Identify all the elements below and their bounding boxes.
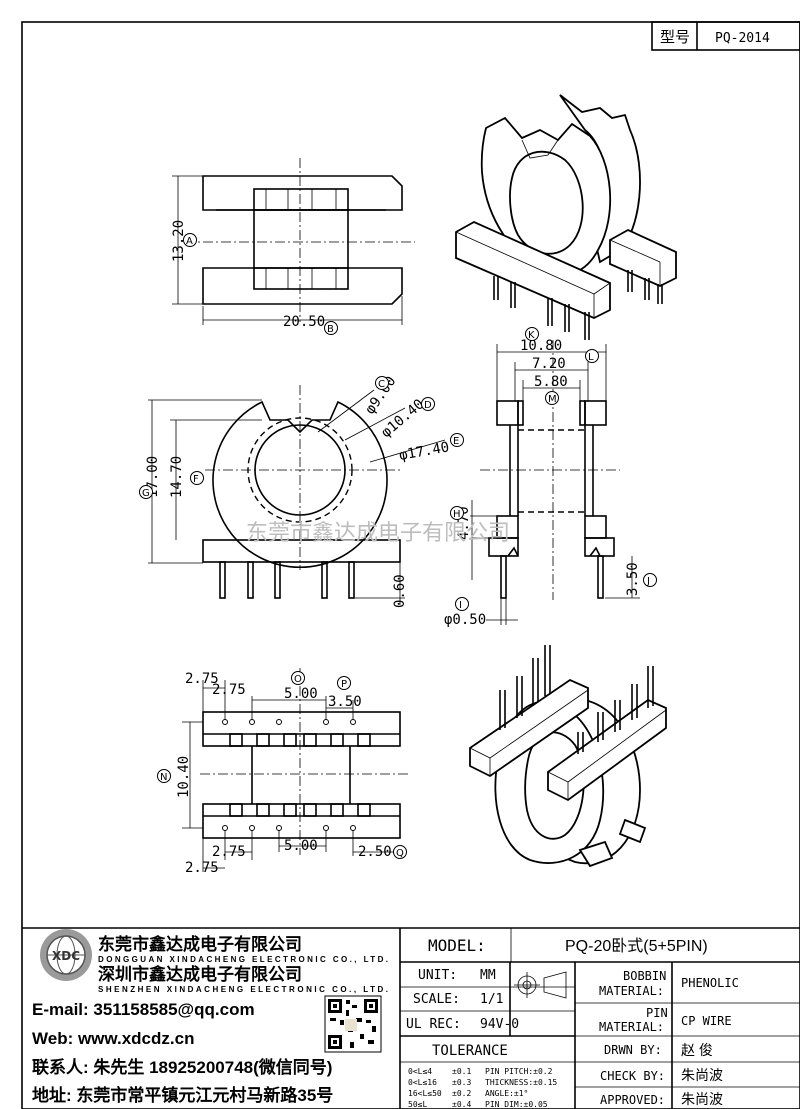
tol-row-2-range: 16<L≤50 (408, 1089, 442, 1098)
dim-pitch-d: 3.50 (328, 694, 362, 710)
tol-row-3-range: 50≤L (408, 1100, 427, 1109)
dim-pitch-b: 2.75 (212, 682, 246, 698)
spec-unit-value: MM (480, 968, 496, 983)
marker-d: D (424, 400, 432, 411)
spec-pin-value: CP WIRE (681, 1014, 732, 1028)
watermark: 东莞市鑫达成电子有限公司 (246, 521, 510, 546)
side-view: 13.20 A 20.50 B (171, 158, 415, 335)
spec-approved-label: APPROVED: (600, 1093, 665, 1107)
spec-check-label: CHECK BY: (600, 1069, 665, 1083)
spec-scale-value: 1/1 (480, 992, 503, 1007)
isometric-view-bottom (469, 645, 667, 868)
marker-b: B (327, 324, 334, 335)
spec-unit-label: UNIT: (418, 968, 457, 983)
dim-pin-length: 3.50 (625, 562, 641, 596)
dim-bottom-pitch-a: 2.75 (212, 844, 246, 860)
marker-i: I (459, 600, 462, 611)
marker-c: C (378, 379, 385, 390)
tol-row-0-value: ±0.1 (452, 1067, 471, 1076)
dim-bottom-pitch-d: 2.75 (185, 860, 219, 876)
bottom-view: 2.75 2.75 5.00 O 3.50 P 10.40 N 2.75 5.0… (157, 668, 410, 876)
dim-bottom-pitch-b: 5.00 (284, 838, 318, 854)
model-code-value: PQ-2014 (715, 31, 770, 46)
title-block: XDC 东莞市鑫达成电子有限公司 DONGGUAN XINDACHENG ELE… (22, 927, 800, 1109)
tol-row-2-extra: ANGLE:±1° (485, 1089, 528, 1098)
spec-drawn-label: DRWN BY: (604, 1043, 662, 1057)
tol-row-0-extra: PIN PITCH:±0.2 (485, 1067, 553, 1076)
spec-approved-value: 朱尚波 (681, 1091, 723, 1107)
marker-l: L (588, 352, 594, 363)
company-name-en-1: DONGGUAN XINDACHENG ELECTRONIC CO., LTD. (98, 955, 388, 964)
marker-k: K (528, 330, 535, 341)
marker-g: G (142, 488, 150, 499)
qr-code (324, 995, 382, 1053)
dim-height-side: 13.20 (171, 220, 187, 262)
company-email: E-mail: 351158585@qq.com (32, 1000, 255, 1019)
model-code-label: 型号 (660, 29, 690, 46)
front-view: φ9.00 C φ10.40 D φ17.40 E 17.00 G 14.70 … (139, 374, 464, 608)
dim-width-total: 10.80 (520, 338, 562, 354)
marker-q: Q (396, 848, 404, 859)
isometric-view-top (455, 94, 677, 340)
spec-bobbin-label-2: MATERIAL: (599, 984, 664, 998)
dim-width-mid: 7.20 (532, 356, 566, 372)
projection-symbol-icon (514, 971, 567, 999)
marker-n: N (160, 772, 167, 783)
spec-scale-label: SCALE: (413, 992, 460, 1007)
spec-bobbin-value: PHENOLIC (681, 976, 739, 990)
tol-row-3-value: ±0.4 (452, 1100, 471, 1109)
marker-e: E (453, 436, 459, 447)
spec-tolerance-label: TOLERANCE (432, 1043, 508, 1059)
spec-bobbin-label-1: BOBBIN (623, 969, 666, 983)
drawing-border (21, 21, 800, 1109)
tol-row-0-range: 0<L≤4 (408, 1067, 432, 1076)
company-name-cn-2: 深圳市鑫达成电子有限公司 (98, 964, 302, 984)
company-name-en-2: SHENZHEN XINDACHENG ELECTRONIC CO., LTD. (98, 985, 388, 994)
marker-p: P (341, 679, 347, 690)
company-name-cn-1: 东莞市鑫达成电子有限公司 (98, 934, 302, 954)
tol-row-2-value: ±0.2 (452, 1089, 471, 1098)
dim-outer-dia: φ17.40 (398, 439, 451, 464)
spec-pin-label-2: MATERIAL: (599, 1020, 664, 1034)
spec-pin-label-1: PIN (646, 1006, 668, 1020)
logo-text: XDC (52, 949, 80, 963)
spec-drawn-value: 赵 俊 (681, 1042, 713, 1058)
marker-o: O (294, 674, 302, 685)
model-code-box: 型号 PQ-2014 (651, 21, 800, 51)
tol-row-1-value: ±0.3 (452, 1078, 471, 1087)
spec-model-label: MODEL: (428, 936, 486, 955)
company-address: 地址: 东莞市常平镇元江元村马新路35号 (32, 1085, 333, 1105)
spec-check-value: 朱尚波 (681, 1067, 723, 1083)
marker-h: H (453, 509, 461, 520)
marker-a: A (186, 236, 193, 247)
company-contact: 联系人: 朱先生 18925200748(微信同号) (32, 1057, 332, 1077)
marker-f: F (193, 474, 199, 485)
dim-pitch-c: 5.00 (284, 686, 318, 702)
dim-pin-extension: 0.60 (392, 574, 408, 608)
dim-width-side: 20.50 (283, 314, 325, 330)
spec-ulrec-label: UL REC: (406, 1017, 461, 1032)
company-web: Web: www.xdcdz.cn (32, 1029, 194, 1048)
dim-width-inner: 5.80 (534, 374, 568, 390)
company-logo: XDC (40, 929, 92, 981)
dim-pin-dia: φ0.50 (444, 612, 486, 628)
end-view: 10.80 K 7.20 L 5.80 M 4.70 H 3.50 J φ0.5… (444, 327, 657, 628)
dim-bottom-pitch-c: 2.50 (358, 844, 392, 860)
marker-m: M (548, 394, 557, 405)
tol-row-1-range: 0<L≤16 (408, 1078, 437, 1087)
spec-ulrec-value: 94V-0 (480, 1017, 519, 1032)
dim-flange-height: 14.70 (169, 456, 185, 498)
tol-row-3-extra: PIN DIM:±0.05 (485, 1100, 548, 1109)
dim-pitch-a: 2.75 (185, 671, 219, 687)
marker-j: J (646, 576, 650, 587)
tol-row-1-extra: THICKNESS:±0.15 (485, 1078, 557, 1087)
spec-model-value: PQ-20卧式(5+5PIN) (565, 937, 708, 955)
dim-row-spacing: 10.40 (176, 756, 192, 798)
